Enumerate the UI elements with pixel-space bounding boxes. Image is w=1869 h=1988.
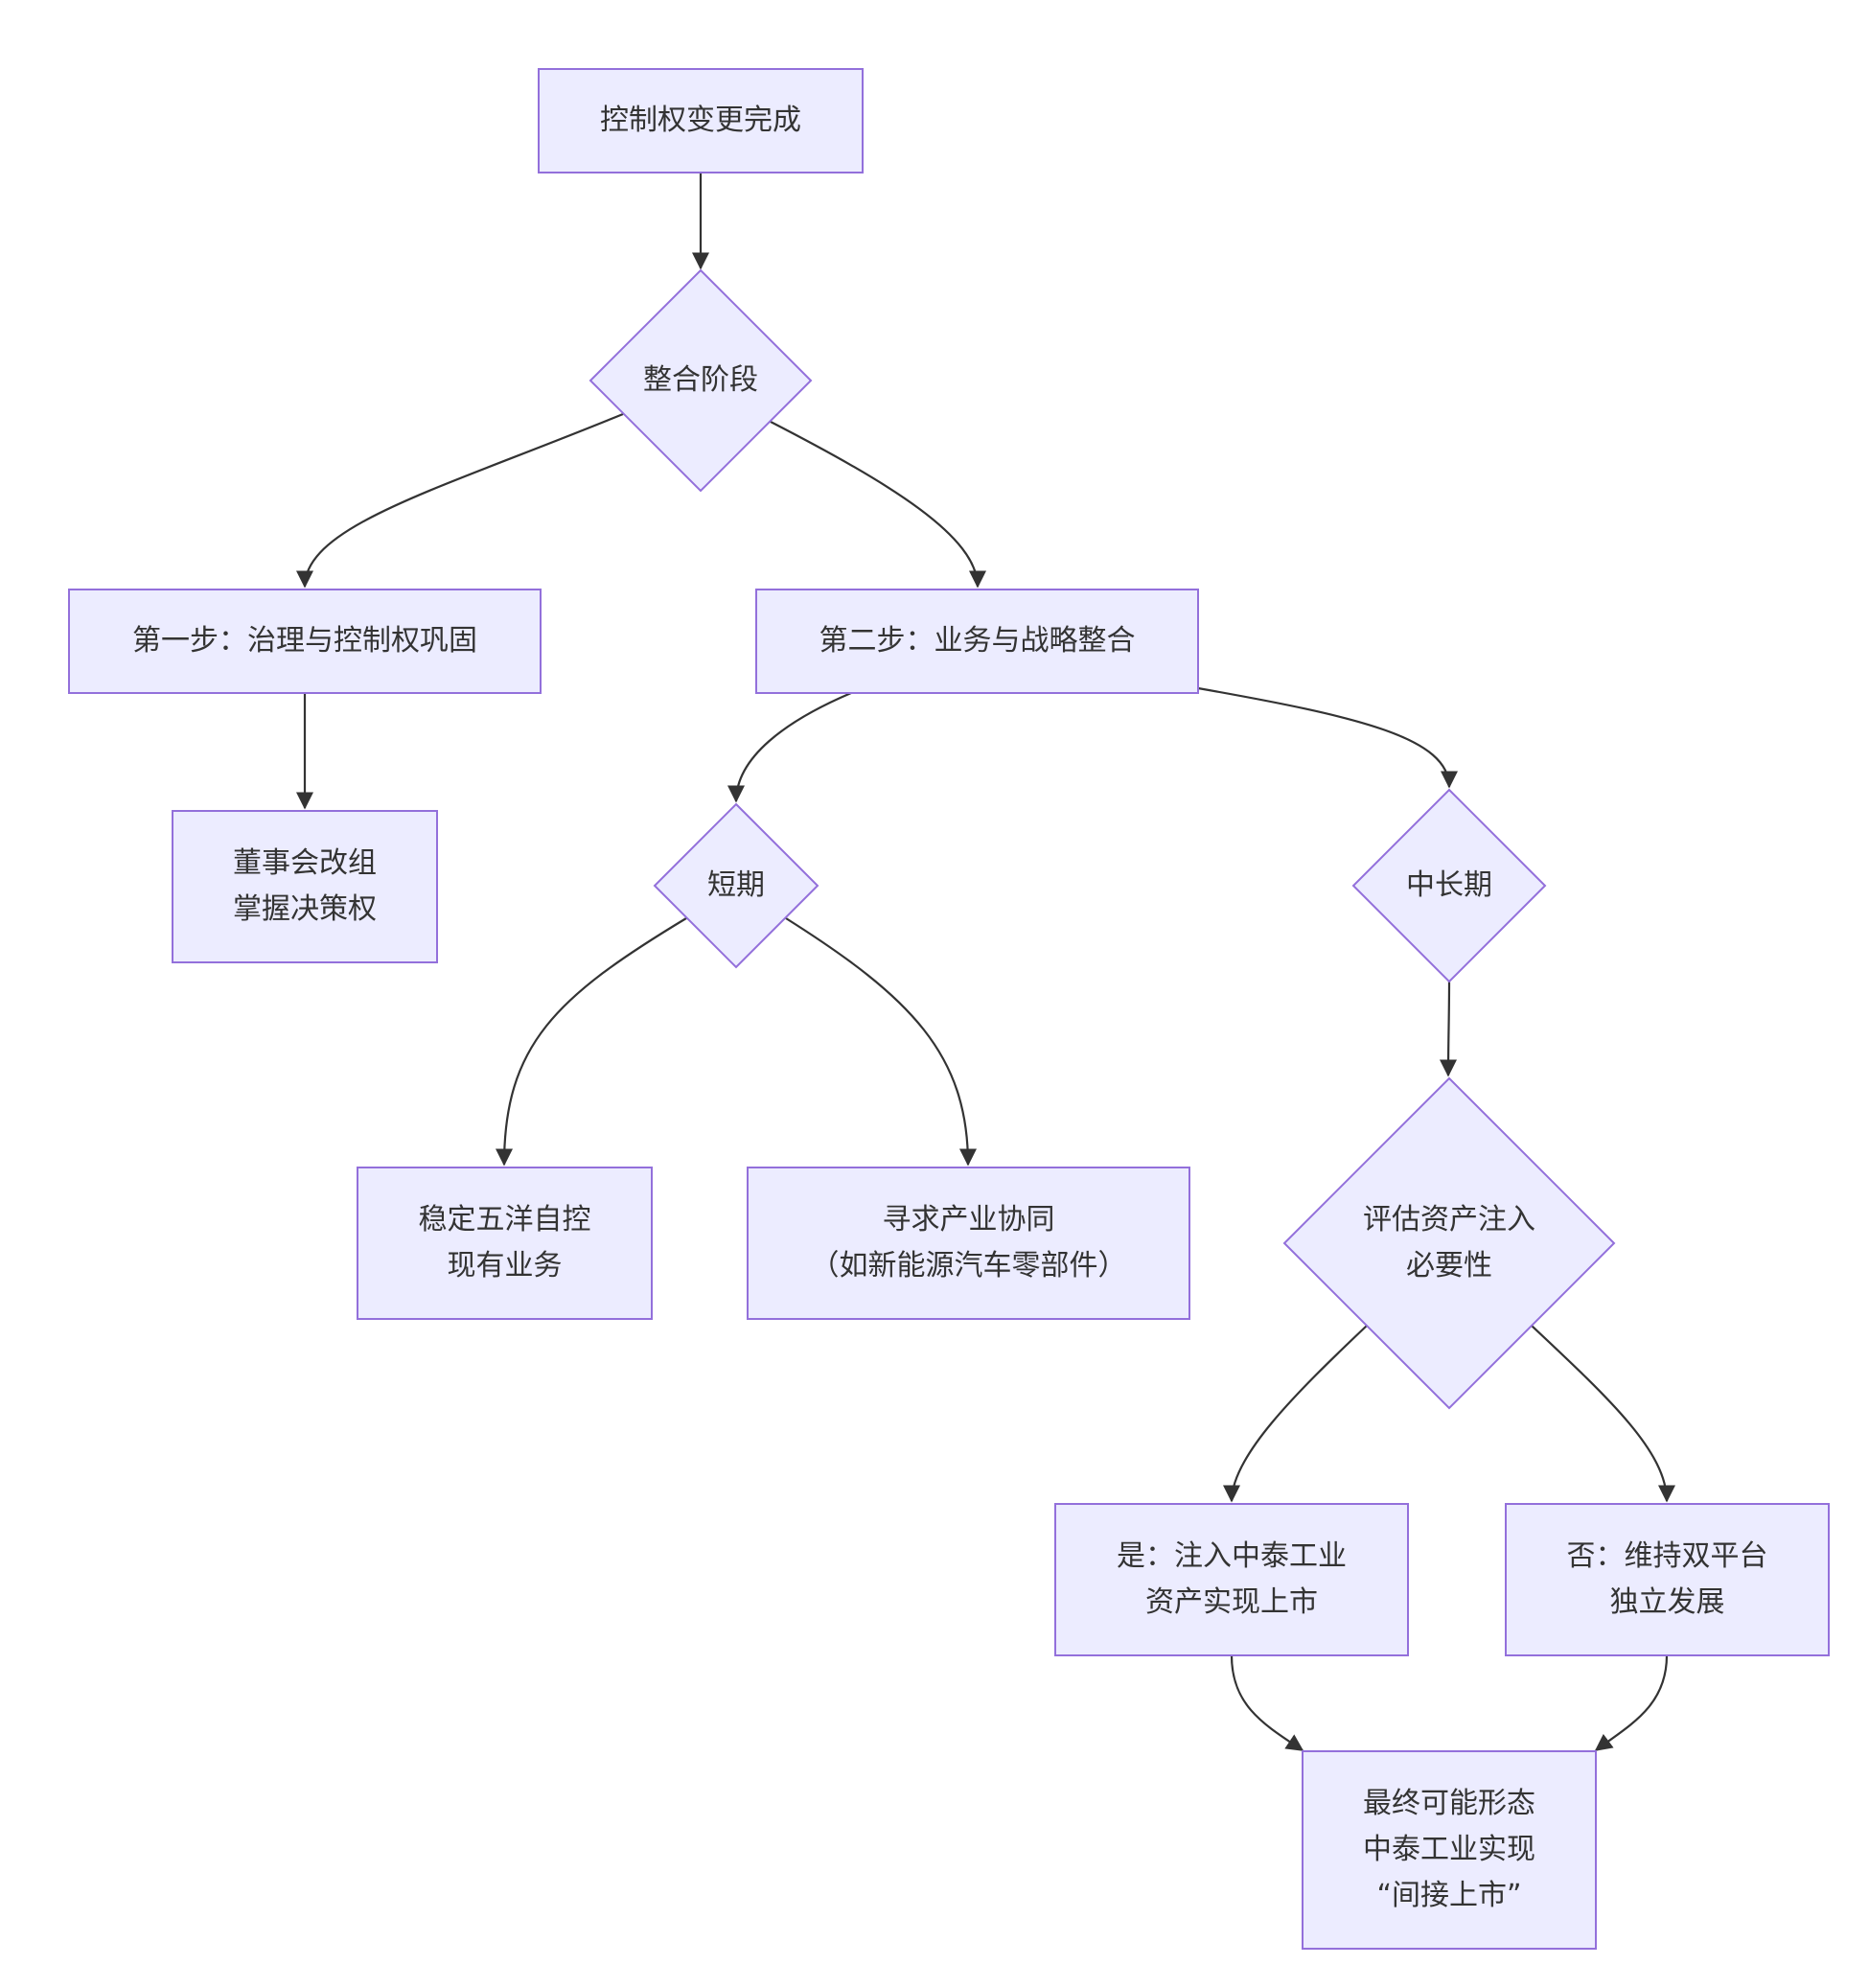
node-label-g: 中长期 bbox=[1403, 790, 1495, 982]
node-label-line: 寻求产业协同 bbox=[882, 1203, 1055, 1237]
process-node-l[interactable] bbox=[1505, 1503, 1830, 1656]
node-label-line: 整合阶段 bbox=[643, 363, 758, 397]
decision-node-j[interactable] bbox=[1282, 1076, 1616, 1410]
node-label-line: 最终可能形态 bbox=[1363, 1787, 1535, 1820]
node-label-line: 第一步：治理与控制权巩固 bbox=[132, 624, 477, 658]
node-label-line: 资产实现上市 bbox=[1145, 1585, 1318, 1619]
node-label-line: 否：维持双平台 bbox=[1566, 1539, 1768, 1573]
process-node-h[interactable] bbox=[357, 1167, 653, 1320]
node-label-line: 短期 bbox=[707, 868, 765, 902]
node-label-line: 必要性 bbox=[1406, 1249, 1492, 1283]
node-label-d: 第二步：业务与战略整合 bbox=[786, 589, 1169, 693]
node-label-line: 是：注入中泰工业 bbox=[1117, 1539, 1347, 1573]
node-label-line: 评估资产注入 bbox=[1363, 1203, 1535, 1237]
node-label-line: 独立发展 bbox=[1609, 1585, 1725, 1619]
decision-node-g[interactable] bbox=[1351, 788, 1547, 983]
process-node-d[interactable] bbox=[755, 589, 1199, 694]
node-label-m: 最终可能形态中泰工业实现 “间接上市” bbox=[1358, 1751, 1540, 1949]
nodes-layer bbox=[68, 68, 1830, 1950]
decision-node-b[interactable] bbox=[588, 268, 813, 493]
node-label-line: 掌握决策权 bbox=[233, 892, 377, 926]
node-label-i: 寻求产业协同 （如新能源汽车零部件） bbox=[748, 1167, 1189, 1319]
edge-f-h bbox=[496, 917, 687, 1167]
node-label-f: 短期 bbox=[655, 804, 818, 967]
node-label-e: 董事会改组掌握决策权 bbox=[228, 811, 381, 962]
node-label-a: 控制权变更完成 bbox=[539, 69, 863, 173]
node-label-line: 中泰工业实现 bbox=[1363, 1833, 1535, 1866]
node-label-l: 否：维持双平台独立发展 bbox=[1562, 1504, 1773, 1655]
edge-b-c bbox=[296, 412, 624, 589]
node-label-line: 中长期 bbox=[1406, 868, 1492, 902]
node-label-h: 稳定五洋自控现有业务 bbox=[414, 1167, 596, 1319]
edge-l-m bbox=[1594, 1654, 1669, 1751]
node-label-b: 整合阶段 bbox=[590, 270, 811, 491]
node-label-line: 控制权变更完成 bbox=[600, 104, 801, 137]
process-node-e[interactable] bbox=[172, 810, 438, 963]
edge-k-m bbox=[1230, 1654, 1304, 1751]
edge-d-g bbox=[1197, 686, 1458, 789]
node-label-line: “间接上市” bbox=[1376, 1879, 1522, 1912]
edge-g-j bbox=[1440, 981, 1458, 1077]
process-node-k[interactable] bbox=[1054, 1503, 1409, 1656]
node-label-j: 评估资产注入必要性 bbox=[1358, 1078, 1540, 1408]
process-node-m[interactable] bbox=[1302, 1750, 1597, 1950]
process-node-a[interactable] bbox=[538, 68, 864, 173]
edge-j-k bbox=[1223, 1325, 1368, 1503]
process-node-c[interactable] bbox=[68, 589, 542, 694]
process-node-i[interactable] bbox=[747, 1167, 1190, 1320]
edge-d-f bbox=[727, 691, 852, 803]
edge-b-d bbox=[770, 421, 986, 589]
edge-f-i bbox=[785, 917, 977, 1167]
node-label-line: 第二步：业务与战略整合 bbox=[819, 624, 1136, 658]
edges-layer bbox=[296, 173, 1675, 1751]
node-label-k: 是：注入中泰工业资产实现上市 bbox=[1112, 1504, 1351, 1655]
node-label-line: 现有业务 bbox=[447, 1249, 563, 1283]
node-label-line: 董事会改组 bbox=[233, 846, 377, 880]
decision-node-f[interactable] bbox=[653, 802, 819, 969]
node-label-line: 稳定五洋自控 bbox=[418, 1203, 591, 1237]
node-label-c: 第一步：治理与控制权巩固 bbox=[94, 589, 516, 693]
edge-j-l bbox=[1531, 1325, 1675, 1503]
node-label-line: （如新能源汽车零部件） bbox=[810, 1249, 1127, 1283]
